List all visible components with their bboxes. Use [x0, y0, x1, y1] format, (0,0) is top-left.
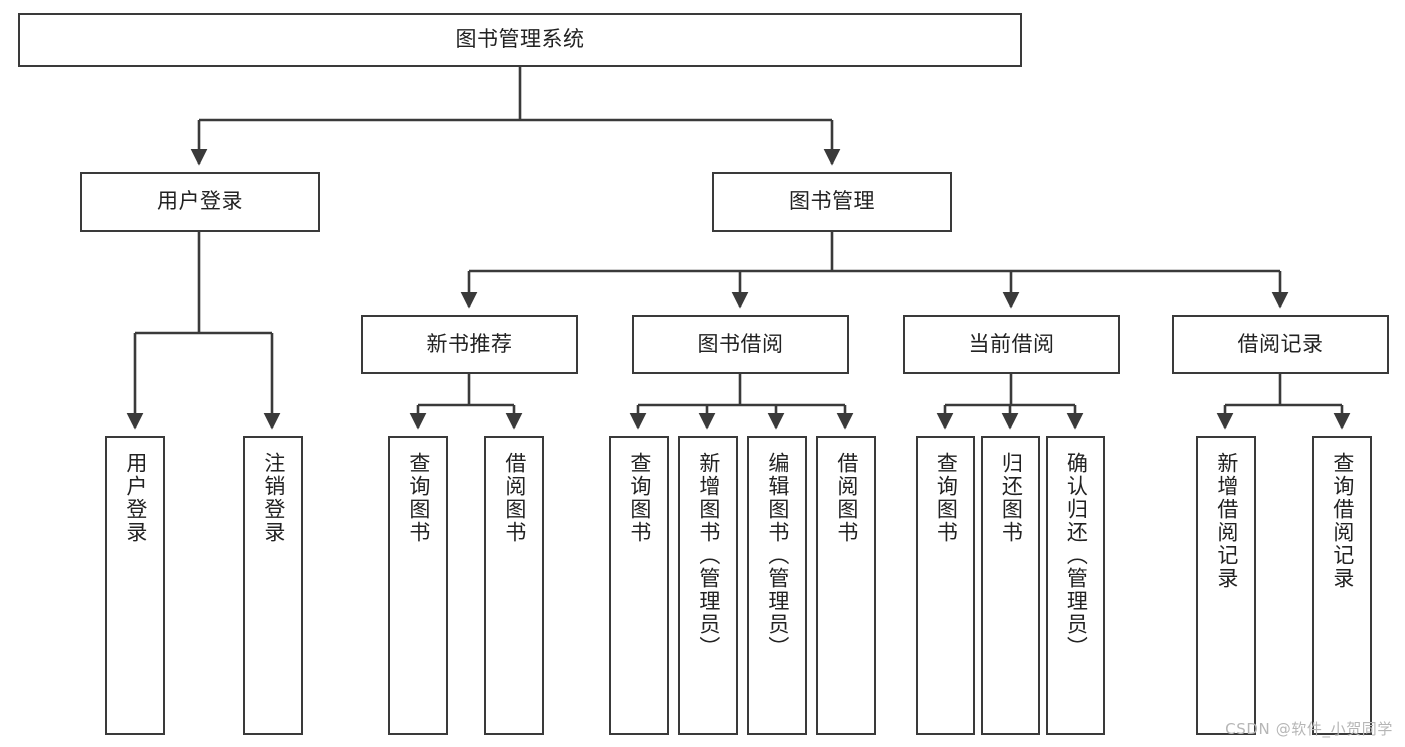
leaf-query-book-1-label: 查询图书 [406, 452, 431, 544]
node-borrow-record-label: 借阅记录 [1237, 331, 1324, 356]
leaf-add-book[interactable]: 新增图书（管理员） [678, 436, 738, 735]
leaf-borrow-book-1-label: 借阅图书 [502, 452, 527, 544]
node-new-book-recommend-label: 新书推荐 [426, 331, 513, 356]
leaf-logout-login[interactable]: 注销登录 [243, 436, 303, 735]
leaf-add-record[interactable]: 新增借阅记录 [1196, 436, 1256, 735]
leaf-query-record[interactable]: 查询借阅记录 [1312, 436, 1372, 735]
leaf-borrow-book-2[interactable]: 借阅图书 [816, 436, 876, 735]
node-borrow-record[interactable]: 借阅记录 [1172, 315, 1389, 374]
leaf-confirm-return-label: 确认归还（管理员） [1064, 452, 1089, 659]
leaf-user-login-label: 用户登录 [123, 452, 148, 544]
leaf-add-book-label: 新增图书（管理员） [696, 452, 721, 659]
leaf-logout-login-label: 注销登录 [261, 452, 286, 544]
node-root[interactable]: 图书管理系统 [18, 13, 1022, 67]
node-book-borrow[interactable]: 图书借阅 [632, 315, 849, 374]
leaf-query-book-3-label: 查询图书 [934, 452, 959, 544]
leaf-query-record-label: 查询借阅记录 [1330, 452, 1355, 590]
leaf-query-book-1[interactable]: 查询图书 [388, 436, 448, 735]
node-book-borrow-label: 图书借阅 [697, 331, 784, 356]
node-user-login-label: 用户登录 [157, 189, 243, 214]
leaf-edit-book-label: 编辑图书（管理员） [765, 452, 790, 659]
leaf-return-book[interactable]: 归还图书 [981, 436, 1040, 735]
node-current-borrow[interactable]: 当前借阅 [903, 315, 1120, 374]
leaf-query-book-2-label: 查询图书 [627, 452, 652, 544]
leaf-query-book-3[interactable]: 查询图书 [916, 436, 975, 735]
node-current-borrow-label: 当前借阅 [968, 331, 1055, 356]
node-book-management[interactable]: 图书管理 [712, 172, 952, 232]
leaf-borrow-book-2-label: 借阅图书 [834, 452, 859, 544]
node-book-management-label: 图书管理 [789, 189, 875, 214]
leaf-return-book-label: 归还图书 [999, 452, 1024, 544]
leaf-add-record-label: 新增借阅记录 [1214, 452, 1239, 590]
leaf-edit-book[interactable]: 编辑图书（管理员） [747, 436, 807, 735]
node-new-book-recommend[interactable]: 新书推荐 [361, 315, 578, 374]
node-user-login[interactable]: 用户登录 [80, 172, 320, 232]
leaf-confirm-return[interactable]: 确认归还（管理员） [1046, 436, 1105, 735]
leaf-borrow-book-1[interactable]: 借阅图书 [484, 436, 544, 735]
leaf-user-login[interactable]: 用户登录 [105, 436, 165, 735]
node-root-label: 图书管理系统 [455, 27, 585, 52]
leaf-query-book-2[interactable]: 查询图书 [609, 436, 669, 735]
